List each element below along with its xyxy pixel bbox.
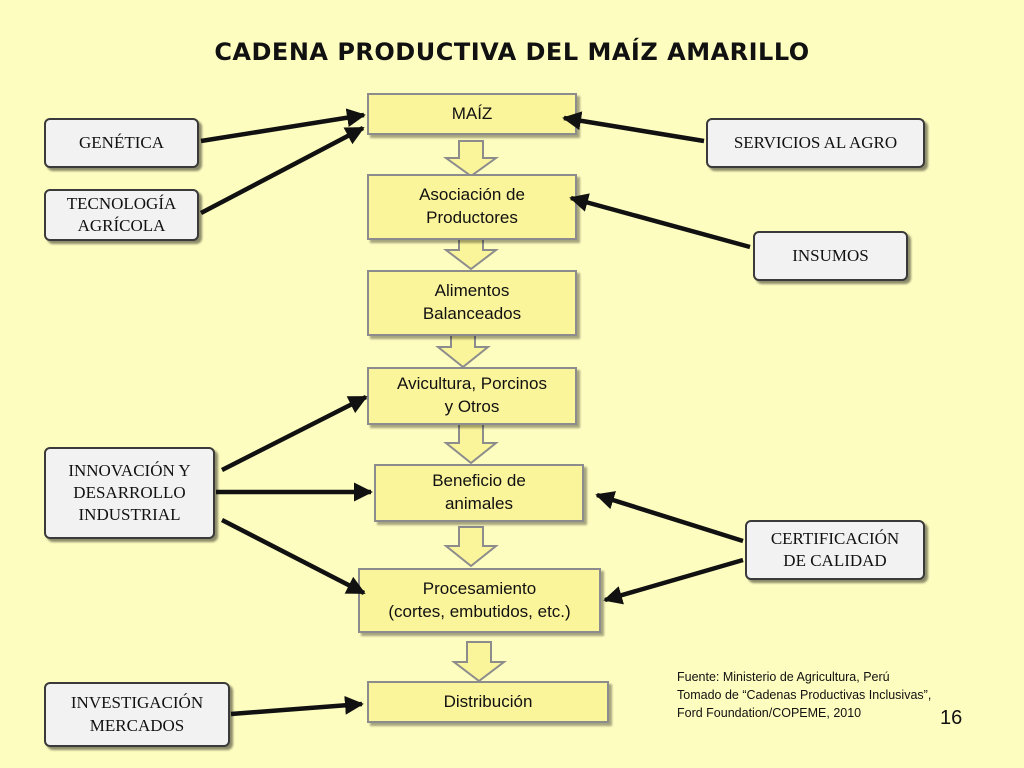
arrow-certificacion-to-procesamiento — [603, 557, 744, 605]
arrow-innovacion-to-procesamiento — [220, 517, 366, 596]
flow-arrow-5 — [443, 526, 499, 568]
arrow-servicios-to-maiz — [562, 111, 705, 144]
chain-box-beneficio: Beneficio de animales — [374, 464, 584, 522]
arrow-innovacion-to-avicultura — [220, 394, 368, 473]
input-box-innovacion: INNOVACIÓN Y DESARROLLO INDUSTRIAL — [44, 447, 215, 539]
chain-box-asociacion: Asociación de Productores — [367, 174, 577, 240]
arrow-genetica-to-maiz — [200, 108, 366, 144]
page-title: CADENA PRODUCTIVA DEL MAÍZ AMARILLO — [214, 38, 810, 66]
input-box-tecnologia: TECNOLOGÍA AGRÍCOLA — [44, 189, 199, 241]
chain-box-distribucion: Distribución — [367, 681, 609, 723]
source-note: Fuente: Ministerio de Agricultura, Perú … — [677, 670, 932, 721]
arrow-investigacion-to-distribucion — [230, 695, 364, 717]
chain-box-maiz: MAÍZ — [367, 93, 577, 135]
flow-arrow-1 — [442, 140, 500, 178]
input-box-genetica: GENÉTICA — [44, 118, 199, 168]
chain-box-avicultura: Avicultura, Porcinos y Otros — [367, 367, 577, 425]
input-box-servicios: SERVICIOS AL AGRO — [706, 118, 925, 168]
page-number: 16 — [940, 707, 963, 729]
arrow-insumos-to-asociacion — [569, 193, 751, 250]
chain-box-procesamiento: Procesamiento (cortes, embutidos, etc.) — [358, 568, 601, 633]
chain-box-alimentos: Alimentos Balanceados — [367, 270, 577, 336]
flow-arrow-6 — [451, 641, 507, 683]
input-box-certificacion: CERTIFICACIÓN DE CALIDAD — [745, 520, 925, 580]
arrow-certificacion-to-beneficio — [595, 491, 744, 544]
arrow-tecnologia-to-maiz — [199, 126, 365, 215]
input-box-investigacion: INVESTIGACIÓN MERCADOS — [44, 682, 230, 747]
flow-arrow-4 — [443, 423, 499, 465]
input-box-insumos: INSUMOS — [753, 231, 908, 281]
